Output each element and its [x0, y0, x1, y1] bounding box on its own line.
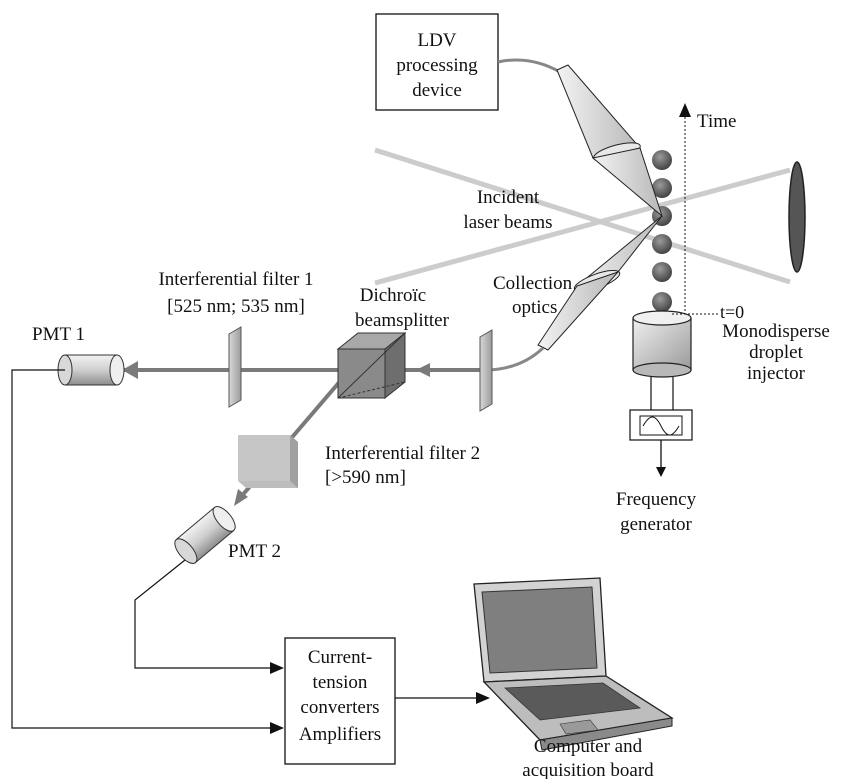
injector-label-line2: droplet: [749, 342, 804, 363]
droplet: [652, 262, 672, 282]
emission-optics: [556, 64, 664, 218]
droplet: [652, 292, 672, 312]
dichroic-label-line2: beamsplitter: [355, 310, 450, 331]
collection-fiber: [489, 346, 545, 372]
pmt-1: [57, 354, 125, 386]
droplet: [652, 150, 672, 170]
ldv-label-line3: device: [412, 80, 462, 101]
receiving-lens: [788, 161, 806, 273]
filter1-label-line1: Interferential filter 1: [158, 269, 313, 290]
collection-label-line1: Collection: [493, 273, 573, 294]
ldv-label-line1: LDV: [417, 30, 456, 51]
computer-label-line1: Computer and: [534, 736, 643, 757]
incident-laser-beams: [374, 147, 791, 286]
computer-label-line2: acquisition board: [522, 760, 654, 779]
dichroic-label-line1: Dichroïc: [360, 285, 426, 306]
ldv-processing-device-box: [375, 13, 499, 111]
pmt1-label: PMT 1: [32, 324, 85, 345]
interferential-filter-1: [228, 326, 242, 408]
ldv-label-line2: processing: [396, 55, 478, 76]
pmt-2: [174, 506, 236, 564]
converter-label-line2: tension: [313, 672, 368, 693]
input-filter: [479, 329, 493, 412]
interferential-filter-2: [238, 435, 298, 488]
injector-label-line3: injector: [747, 363, 806, 384]
collection-optics: [537, 215, 663, 351]
time-label: Time: [697, 111, 736, 132]
laptop-computer-icon: [473, 577, 674, 751]
pmt2-label: PMT 2: [228, 541, 281, 562]
sine-wave-icon: [642, 416, 680, 436]
droplet-injector: [632, 310, 692, 410]
droplet: [652, 178, 672, 198]
t0-label: t=0: [720, 302, 744, 322]
signal-wires: [11, 369, 490, 734]
converter-label-line3: converters: [300, 697, 379, 718]
incident-label-line1: Incident: [477, 187, 540, 208]
frequency-generator-box: [629, 409, 693, 477]
frequency-label-line2: generator: [620, 514, 692, 535]
ldv-optical-fiber: [497, 58, 561, 74]
filter2-label-line2: [>590 nm]: [325, 467, 406, 488]
frequency-label-line1: Frequency: [616, 489, 697, 510]
converter-label-line1: Current-: [308, 647, 372, 668]
filter1-label-line2: [525 nm; 535 nm]: [167, 296, 305, 317]
dichroic-beamsplitter: [336, 331, 407, 400]
converter-amplifier-box: [284, 637, 396, 765]
droplet-stream: [652, 150, 672, 312]
incident-label-line2: laser beams: [463, 212, 552, 233]
filter2-label-line1: Interferential filter 2: [325, 443, 480, 464]
injector-label-line1: Monodisperse: [722, 321, 830, 342]
droplet: [652, 234, 672, 254]
converter-label-line4: Amplifiers: [299, 724, 381, 745]
time-axis: [679, 103, 691, 315]
optical-beam-path: [120, 356, 484, 506]
collection-label-line2: optics: [512, 297, 557, 318]
